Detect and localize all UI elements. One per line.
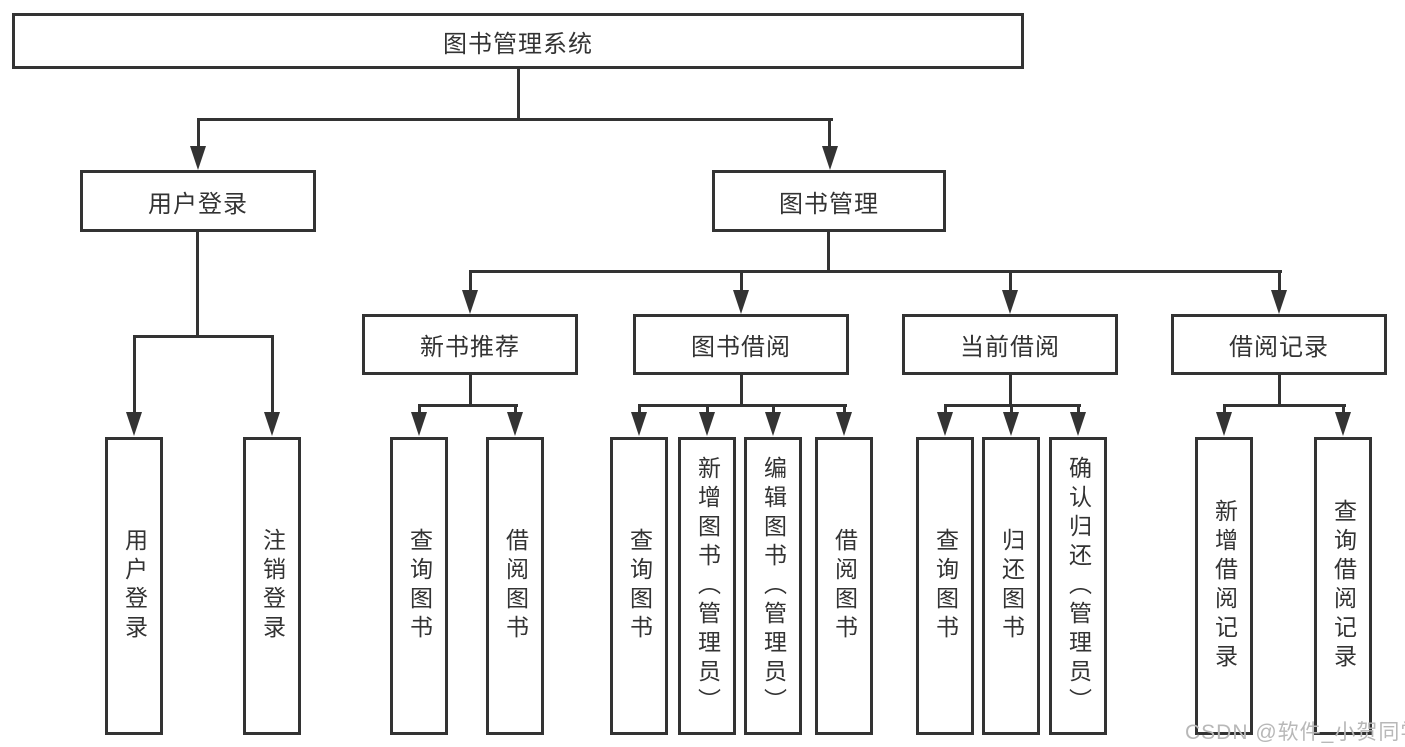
connector-line	[133, 335, 136, 414]
connector-line	[469, 270, 472, 292]
arrow-down-icon	[1271, 290, 1287, 314]
node-label: 新增借阅记录	[1211, 499, 1238, 673]
node-label: 查询借阅记录	[1330, 499, 1357, 673]
connector-line	[196, 232, 199, 338]
connector-line	[706, 404, 709, 416]
arrow-down-icon	[1070, 412, 1086, 436]
node-label: 新书推荐	[420, 334, 520, 361]
node-label: 当前借阅	[960, 334, 1060, 361]
connector-line	[740, 375, 743, 406]
connector-line	[1223, 404, 1346, 407]
node-label: 查询图书	[626, 528, 653, 644]
node-label: 图书管理	[779, 190, 879, 218]
arrow-down-icon	[1216, 412, 1232, 436]
node-leaf-query-borrow-record: 查询借阅记录	[1314, 437, 1372, 735]
node-label: 用户登录	[121, 528, 148, 644]
arrow-down-icon	[462, 290, 478, 314]
connector-line	[197, 118, 833, 121]
node-label: 注销登录	[259, 528, 286, 644]
connector-line	[772, 404, 775, 416]
node-leaf-query-books: 查询图书	[390, 437, 448, 735]
node-label: 用户登录	[148, 190, 248, 218]
node-label: 借阅记录	[1229, 334, 1329, 361]
arrow-down-icon	[937, 412, 953, 436]
connector-line	[827, 232, 830, 273]
node-borrow-records: 借阅记录	[1171, 314, 1387, 375]
node-leaf-user-login: 用户登录	[105, 437, 163, 735]
arrow-down-icon	[631, 412, 647, 436]
connector-line	[638, 404, 641, 416]
node-leaf-logout: 注销登录	[243, 437, 301, 735]
arrow-down-icon	[822, 146, 838, 170]
connector-line	[843, 404, 846, 416]
node-leaf-confirm-return-admin: 确认归还（管理员）	[1049, 437, 1107, 735]
connector-line	[418, 404, 421, 416]
node-label: 新增图书（管理员）	[694, 455, 721, 717]
node-label: 归还图书	[998, 528, 1025, 644]
csdn-watermark: CSDN @软件_小贺同学	[1185, 721, 1405, 744]
connector-line	[1278, 270, 1281, 292]
node-label: 确认归还（管理员）	[1065, 455, 1092, 717]
connector-line	[1077, 404, 1080, 416]
connector-line	[1342, 404, 1345, 416]
arrow-down-icon	[733, 290, 749, 314]
connector-line	[514, 404, 517, 416]
arrow-down-icon	[126, 412, 142, 436]
connector-line	[469, 270, 1282, 273]
arrow-down-icon	[411, 412, 427, 436]
node-user-login: 用户登录	[80, 170, 316, 232]
arrow-down-icon	[507, 412, 523, 436]
connector-line	[271, 335, 274, 414]
node-label: 查询图书	[932, 528, 959, 644]
node-leaf-add-borrow-record: 新增借阅记录	[1195, 437, 1253, 735]
node-leaf-borrow-books: 借阅图书	[486, 437, 544, 735]
arrow-down-icon	[1002, 290, 1018, 314]
node-label: 图书借阅	[691, 334, 791, 361]
node-label: 查询图书	[406, 528, 433, 644]
connector-line	[1009, 270, 1012, 292]
node-leaf-add-books-admin: 新增图书（管理员）	[678, 437, 736, 735]
connector-line	[469, 375, 472, 406]
connector-line	[1278, 375, 1281, 406]
connector-line	[517, 69, 520, 121]
node-library-management-system: 图书管理系统	[12, 13, 1024, 69]
arrow-down-icon	[765, 412, 781, 436]
arrow-down-icon	[1335, 412, 1351, 436]
node-label: 借阅图书	[831, 528, 858, 644]
node-current-borrow: 当前借阅	[902, 314, 1118, 375]
arrow-down-icon	[190, 146, 206, 170]
connector-line	[1223, 404, 1226, 416]
node-leaf-borrow-books: 借阅图书	[815, 437, 873, 735]
arrow-down-icon	[699, 412, 715, 436]
node-label: 借阅图书	[502, 528, 529, 644]
connector-line	[1009, 375, 1012, 406]
connector-line	[828, 118, 831, 150]
node-new-book-recommend: 新书推荐	[362, 314, 578, 375]
node-label: 编辑图书（管理员）	[760, 455, 787, 717]
connector-line	[133, 335, 274, 338]
node-leaf-edit-books-admin: 编辑图书（管理员）	[744, 437, 802, 735]
connector-line	[944, 404, 947, 416]
connector-line	[740, 270, 743, 292]
connector-line	[638, 404, 847, 407]
node-book-management: 图书管理	[712, 170, 946, 232]
connector-line	[197, 118, 200, 150]
node-label: 图书管理系统	[443, 30, 593, 58]
node-leaf-query-books: 查询图书	[916, 437, 974, 735]
arrow-down-icon	[264, 412, 280, 436]
node-book-borrow: 图书借阅	[633, 314, 849, 375]
connector-line	[1010, 404, 1013, 416]
arrow-down-icon	[1003, 412, 1019, 436]
connector-line	[418, 404, 518, 407]
arrow-down-icon	[836, 412, 852, 436]
node-leaf-return-books: 归还图书	[982, 437, 1040, 735]
node-leaf-query-books: 查询图书	[610, 437, 668, 735]
